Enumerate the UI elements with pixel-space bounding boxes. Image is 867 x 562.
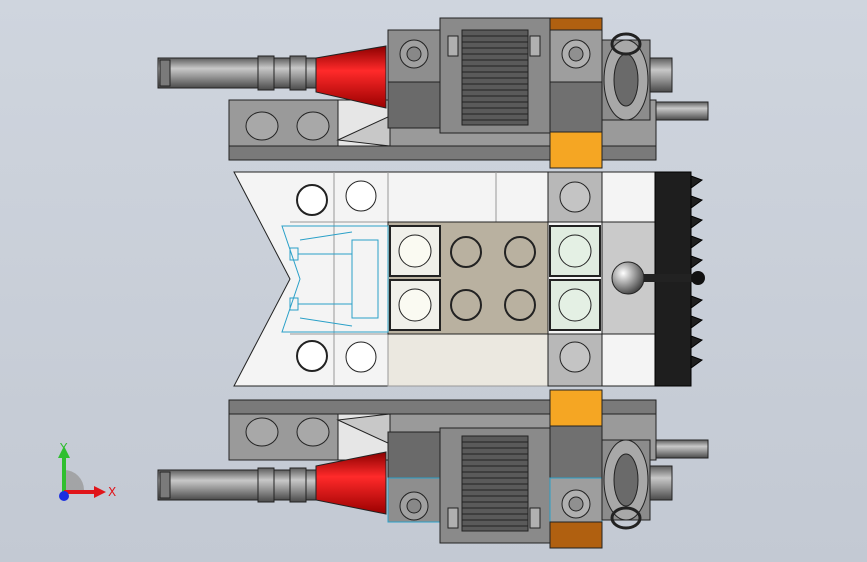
y-axis-label: Y xyxy=(59,441,68,455)
top-wheel-assembly xyxy=(157,17,709,169)
bottom-wheel-assembly xyxy=(157,389,709,549)
triad-plane-icon xyxy=(64,470,84,490)
x-axis-arrowhead xyxy=(94,486,106,498)
coordinate-triad: Y X xyxy=(58,441,116,501)
y-axis-arrowhead xyxy=(58,446,70,458)
chassis-plate xyxy=(233,171,705,387)
x-axis-label: X xyxy=(108,485,116,499)
z-axis-dot xyxy=(59,491,69,501)
